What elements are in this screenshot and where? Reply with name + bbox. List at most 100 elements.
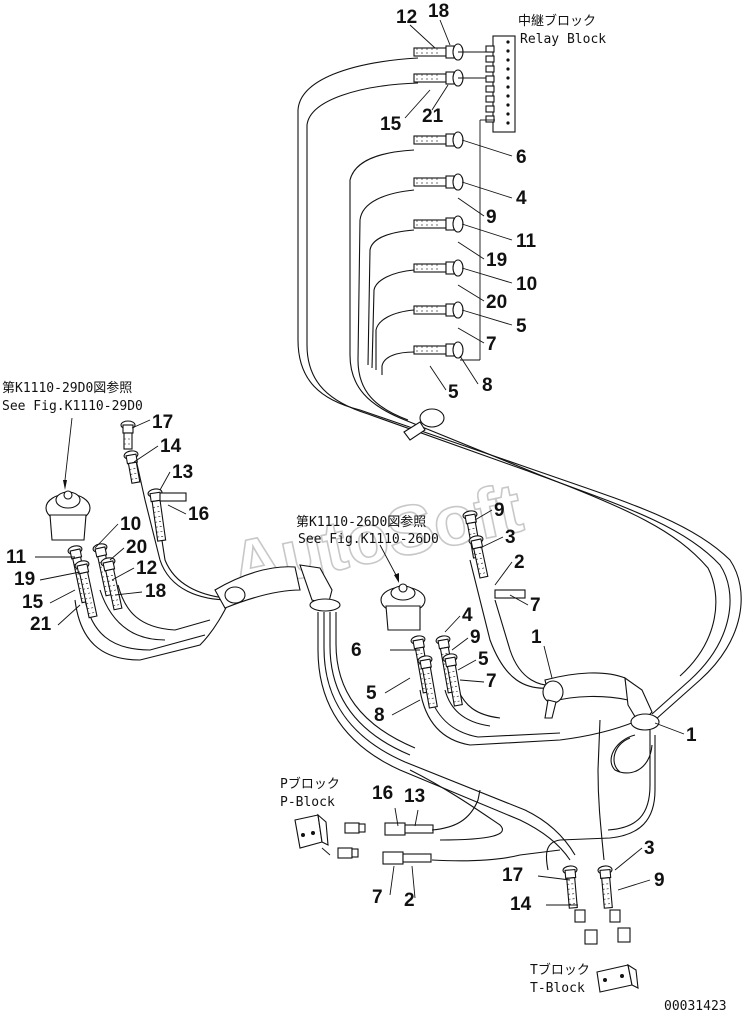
hose-end-fitting bbox=[584, 929, 598, 945]
part-number-11: 11 bbox=[516, 231, 537, 252]
hose-end-fitting bbox=[74, 560, 98, 619]
leader-line bbox=[389, 865, 395, 896]
leader-line bbox=[411, 865, 416, 899]
relay-block-port bbox=[485, 115, 495, 123]
part-number-18: 18 bbox=[145, 581, 166, 602]
relay-block-hole bbox=[506, 94, 510, 98]
relay-block-hole bbox=[506, 40, 510, 44]
leader-line bbox=[39, 571, 81, 581]
hose-end-fitting bbox=[413, 259, 464, 277]
relay-block-label-ja: 中継ブロック bbox=[518, 13, 596, 29]
leader-line bbox=[461, 223, 513, 241]
hose-end-fitting bbox=[382, 851, 404, 865]
part-number-20: 20 bbox=[486, 292, 507, 313]
part-number-5: 5 bbox=[366, 683, 377, 704]
hose-end-fitting bbox=[413, 341, 464, 359]
leader-line bbox=[394, 807, 399, 827]
hose-clamp-upper bbox=[403, 408, 445, 441]
part-number-20: 20 bbox=[126, 537, 147, 558]
part-number-16: 16 bbox=[188, 504, 209, 525]
relay-block-port bbox=[485, 45, 495, 53]
leader-line bbox=[114, 591, 143, 596]
part-number-19: 19 bbox=[486, 250, 507, 271]
leader-line bbox=[439, 19, 451, 46]
part-number-14: 14 bbox=[510, 894, 532, 915]
bolt bbox=[159, 492, 187, 502]
part-number-1: 1 bbox=[531, 627, 542, 648]
leader-line bbox=[457, 659, 477, 671]
leader-line bbox=[159, 471, 171, 491]
relay-block-hole bbox=[506, 76, 510, 80]
hose-end-fitting bbox=[404, 824, 434, 834]
relay-block-body bbox=[492, 35, 516, 133]
part-number-17: 17 bbox=[502, 865, 523, 886]
leader-line bbox=[543, 645, 553, 679]
part-number-6: 6 bbox=[516, 147, 527, 168]
leader-line bbox=[391, 699, 421, 716]
part-number-5: 5 bbox=[478, 649, 489, 670]
relay-block-port bbox=[485, 55, 495, 63]
leader-line bbox=[133, 445, 159, 463]
relay-block-label-en: Relay Block bbox=[520, 32, 606, 47]
left-lower-hose-bundle bbox=[317, 612, 576, 861]
left-ref-ja: 第K1110-29D0図参照 bbox=[2, 380, 132, 396]
hose-end-fitting bbox=[413, 301, 464, 319]
part-number-10: 10 bbox=[516, 274, 537, 295]
relay-block-hole bbox=[506, 58, 510, 62]
left-ppc-valve bbox=[45, 417, 91, 541]
leader-line bbox=[444, 615, 461, 633]
drawing-number: 00031423 bbox=[664, 999, 727, 1014]
hose-end-fitting bbox=[337, 847, 359, 859]
leader-line bbox=[457, 241, 485, 260]
leader-line bbox=[494, 561, 513, 586]
part-number-13: 13 bbox=[172, 462, 193, 483]
part-number-14: 14 bbox=[160, 436, 182, 457]
hose-end-fitting bbox=[413, 215, 464, 233]
part-number-16: 16 bbox=[372, 783, 393, 804]
hose-end-fitting bbox=[344, 822, 366, 834]
part-number-18: 18 bbox=[428, 1, 449, 22]
part-number-15: 15 bbox=[380, 114, 402, 135]
hose-end-fitting bbox=[442, 653, 463, 707]
hose-end-fitting bbox=[413, 173, 464, 191]
leader-line bbox=[461, 309, 513, 326]
part-number-2: 2 bbox=[404, 890, 415, 911]
leader-line bbox=[457, 197, 485, 217]
relay-block-hole bbox=[506, 85, 510, 89]
part-number-21: 21 bbox=[422, 106, 444, 127]
part-number-9: 9 bbox=[486, 207, 497, 228]
t-block-label-ja: Tブロック bbox=[530, 962, 590, 978]
part-number-6: 6 bbox=[351, 640, 362, 661]
center-lower-hoses bbox=[545, 719, 656, 871]
leader-line bbox=[459, 355, 479, 385]
leader-line bbox=[409, 24, 436, 49]
part-number-7: 7 bbox=[486, 671, 497, 692]
hose-end-fitting bbox=[562, 865, 578, 909]
relay-block-hole bbox=[506, 49, 510, 53]
relay-hose-bundle bbox=[297, 57, 742, 721]
leader-line bbox=[404, 89, 431, 119]
part-number-3: 3 bbox=[505, 527, 516, 548]
hose-end-fitting bbox=[413, 43, 464, 61]
part-number-13: 13 bbox=[404, 786, 425, 807]
leader-line bbox=[479, 536, 504, 549]
p-block bbox=[294, 813, 331, 856]
relay-block-hole bbox=[506, 103, 510, 107]
leader-line bbox=[111, 567, 135, 581]
leader-line bbox=[461, 181, 513, 199]
hose-end-fitting bbox=[100, 557, 123, 611]
part-number-4: 4 bbox=[462, 605, 473, 626]
part-number-11: 11 bbox=[6, 547, 27, 568]
center-ppc-valve bbox=[379, 544, 426, 631]
relay-block-port bbox=[485, 85, 495, 93]
leader-line bbox=[614, 847, 643, 871]
p-block-label-en: P-Block bbox=[280, 795, 335, 810]
part-number-7: 7 bbox=[372, 887, 383, 908]
t-block-label-en: T-Block bbox=[530, 981, 585, 996]
part-number-3: 3 bbox=[644, 838, 655, 859]
relay-block-port bbox=[485, 105, 495, 113]
part-number-10: 10 bbox=[120, 514, 141, 535]
leader-line bbox=[457, 284, 485, 302]
bolt bbox=[494, 589, 526, 599]
